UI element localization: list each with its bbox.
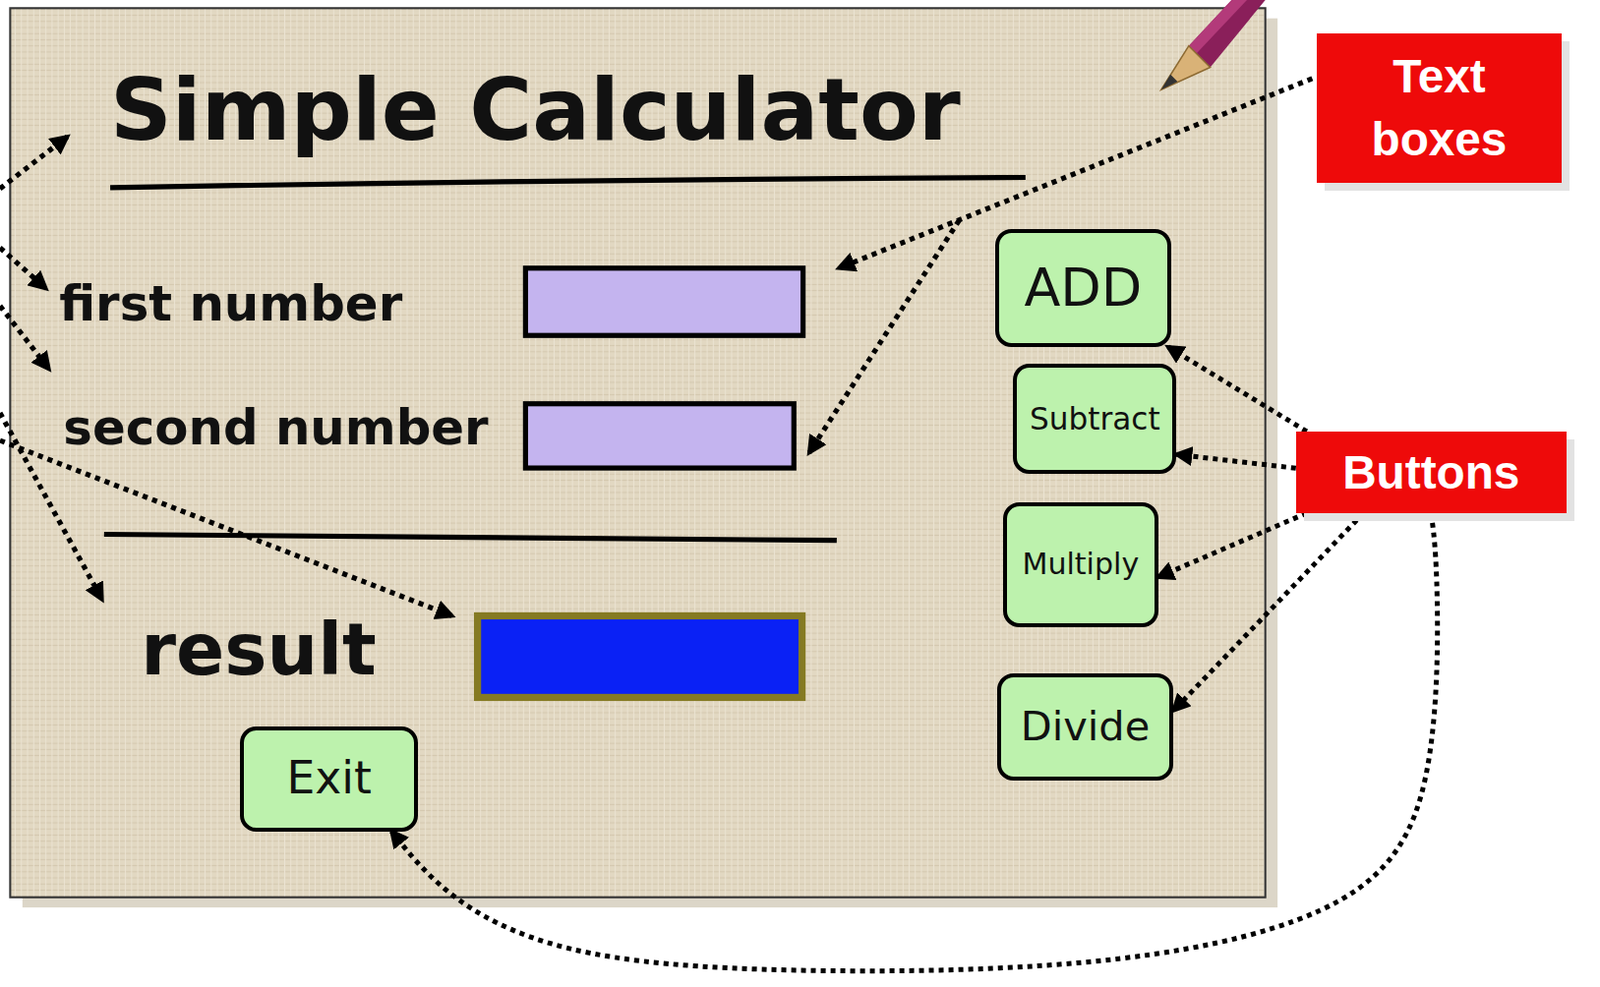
result-field bbox=[477, 615, 803, 698]
button: Divide bbox=[997, 673, 1175, 781]
title-underline bbox=[110, 177, 1026, 187]
node-text: Exit bbox=[286, 753, 371, 806]
node-text: Divide bbox=[1020, 703, 1150, 751]
text-field bbox=[525, 404, 794, 469]
leader-line bbox=[0, 136, 67, 189]
callout-box: Buttons bbox=[1296, 431, 1567, 514]
dotted-arrow bbox=[1176, 454, 1296, 469]
divider-line bbox=[104, 533, 837, 540]
node-text: Text boxes bbox=[1324, 45, 1554, 173]
leader-line bbox=[0, 305, 50, 369]
button: Exit bbox=[239, 726, 419, 832]
leader-line bbox=[0, 440, 453, 616]
field-label: second number bbox=[62, 400, 488, 457]
field-label: first number bbox=[59, 276, 403, 333]
button: Multiply bbox=[1003, 502, 1159, 629]
node-text: Multiply bbox=[1021, 547, 1139, 583]
dotted-arrow bbox=[391, 513, 1438, 972]
pencil-body bbox=[1188, 0, 1247, 55]
node-text: ADD bbox=[1023, 257, 1142, 319]
node-text: Buttons bbox=[1342, 444, 1520, 501]
pencil-tip bbox=[1161, 74, 1179, 91]
text-field bbox=[525, 268, 803, 336]
leader-line bbox=[809, 220, 960, 453]
button: Subtract bbox=[1012, 363, 1177, 475]
page-title: Simple Calculator bbox=[110, 60, 961, 160]
paper-panel bbox=[9, 7, 1265, 897]
dotted-arrow bbox=[1173, 513, 1363, 712]
button: ADD bbox=[995, 229, 1173, 347]
dotted-arrow bbox=[1168, 347, 1307, 432]
node-text: Subtract bbox=[1029, 402, 1161, 438]
field-label: result bbox=[140, 609, 377, 693]
callout-box: Text boxes bbox=[1316, 33, 1563, 183]
dotted-arrow bbox=[1158, 513, 1307, 578]
pencil-wood bbox=[1161, 46, 1211, 91]
leader-line bbox=[0, 247, 47, 289]
